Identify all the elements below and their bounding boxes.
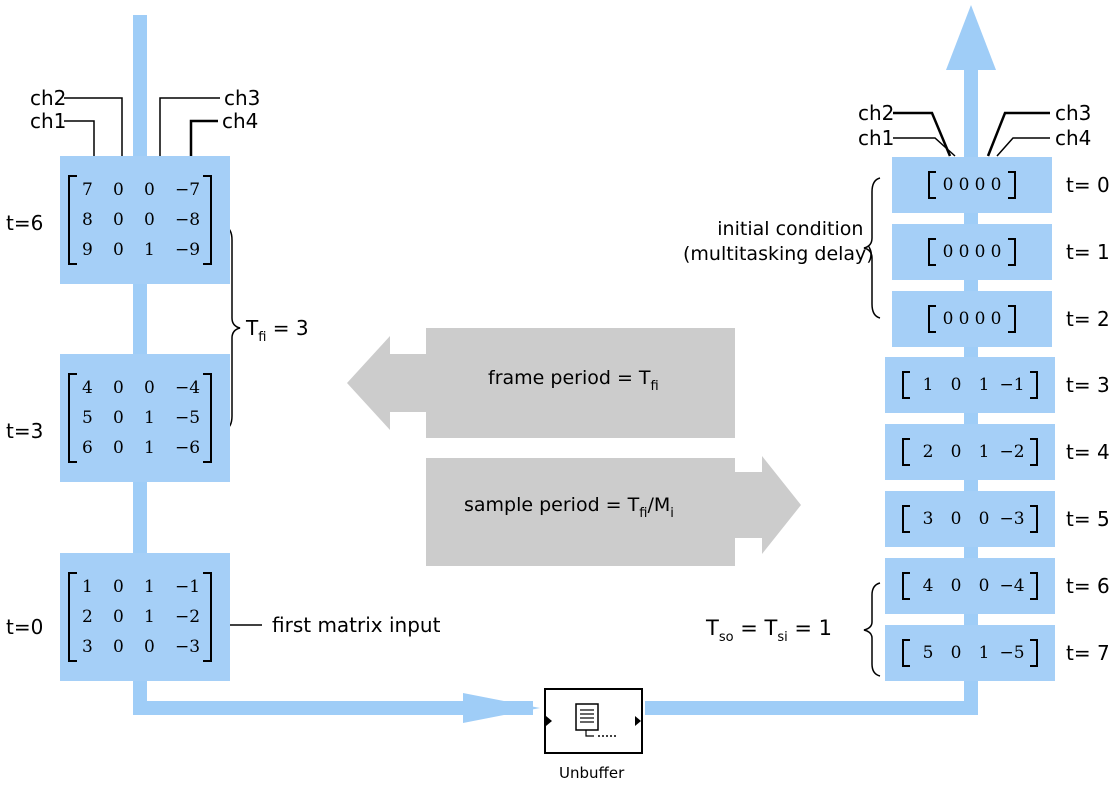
ch3-leader	[159, 97, 220, 156]
tfi-brace	[223, 225, 241, 431]
ch3-label: ch3	[224, 86, 261, 110]
output-time-t3: t= 3	[1066, 373, 1109, 397]
input-frame-t3	[60, 354, 230, 482]
sample-period-arrow	[426, 456, 801, 566]
input-to-block-line	[133, 701, 533, 715]
ch4-label: ch4	[222, 109, 259, 133]
out-ch3-leader	[986, 111, 1050, 157]
unbuffer-label: Unbuffer	[559, 764, 625, 782]
out-ch4-leader	[996, 137, 1050, 157]
frame-period-label: frame period = Tfi	[488, 367, 659, 394]
output-time-t0: t= 0	[1066, 173, 1109, 197]
output-time-t6: t= 6	[1066, 574, 1109, 598]
initial-condition-brace	[863, 177, 881, 319]
out-ch1-leader	[893, 137, 956, 157]
unbuffer-icon	[546, 703, 641, 737]
sample-period-label: sample period = Tfi/Mi	[464, 494, 674, 521]
output-time-t5: t= 5	[1066, 507, 1109, 531]
unbuffer-block[interactable]	[544, 688, 643, 754]
ch1-leader	[64, 120, 95, 156]
input-time-t6: t=6	[6, 211, 44, 235]
output-sample-t1	[892, 224, 1052, 280]
output-sample-t5	[885, 491, 1055, 547]
output-time-t4: t= 4	[1066, 440, 1109, 464]
output-sample-t3	[885, 357, 1055, 413]
input-time-t3: t=3	[6, 419, 44, 443]
ch1-label: ch1	[30, 109, 67, 133]
out-ch2-leader	[893, 111, 952, 157]
first-matrix-input-label: first matrix input	[272, 613, 441, 637]
output-sample-t4	[885, 424, 1055, 480]
output-time-t2: t= 2	[1066, 307, 1109, 331]
input-arrowhead	[463, 693, 540, 723]
initial-condition-label: initial condition (multitasking delay)	[683, 218, 874, 265]
tso-brace	[863, 582, 881, 677]
tso-label: Tso = Tsi = 1	[706, 616, 833, 645]
output-time-t7: t= 7	[1066, 641, 1109, 665]
ch4-leader	[189, 119, 218, 156]
input-frame-t6	[60, 156, 230, 284]
out-ch2-label: ch2	[858, 101, 895, 125]
output-arrowhead	[946, 5, 996, 70]
output-sample-t7	[885, 625, 1055, 681]
ch2-label: ch2	[30, 86, 67, 110]
tfi-label: Tfi = 3	[246, 316, 309, 345]
input-frame-t0	[60, 553, 230, 681]
input-time-t0: t=0	[6, 615, 44, 639]
out-ch3-label: ch3	[1055, 101, 1092, 125]
out-ch4-label: ch4	[1055, 126, 1092, 150]
ch2-leader	[64, 97, 123, 156]
frame-period-arrow	[347, 328, 735, 438]
block-to-output-line	[645, 701, 978, 715]
output-sample-t6	[885, 558, 1055, 614]
output-sample-t2	[892, 291, 1052, 347]
output-sample-t0	[892, 157, 1052, 213]
output-time-t1: t= 1	[1066, 240, 1109, 264]
out-ch1-label: ch1	[858, 126, 895, 150]
